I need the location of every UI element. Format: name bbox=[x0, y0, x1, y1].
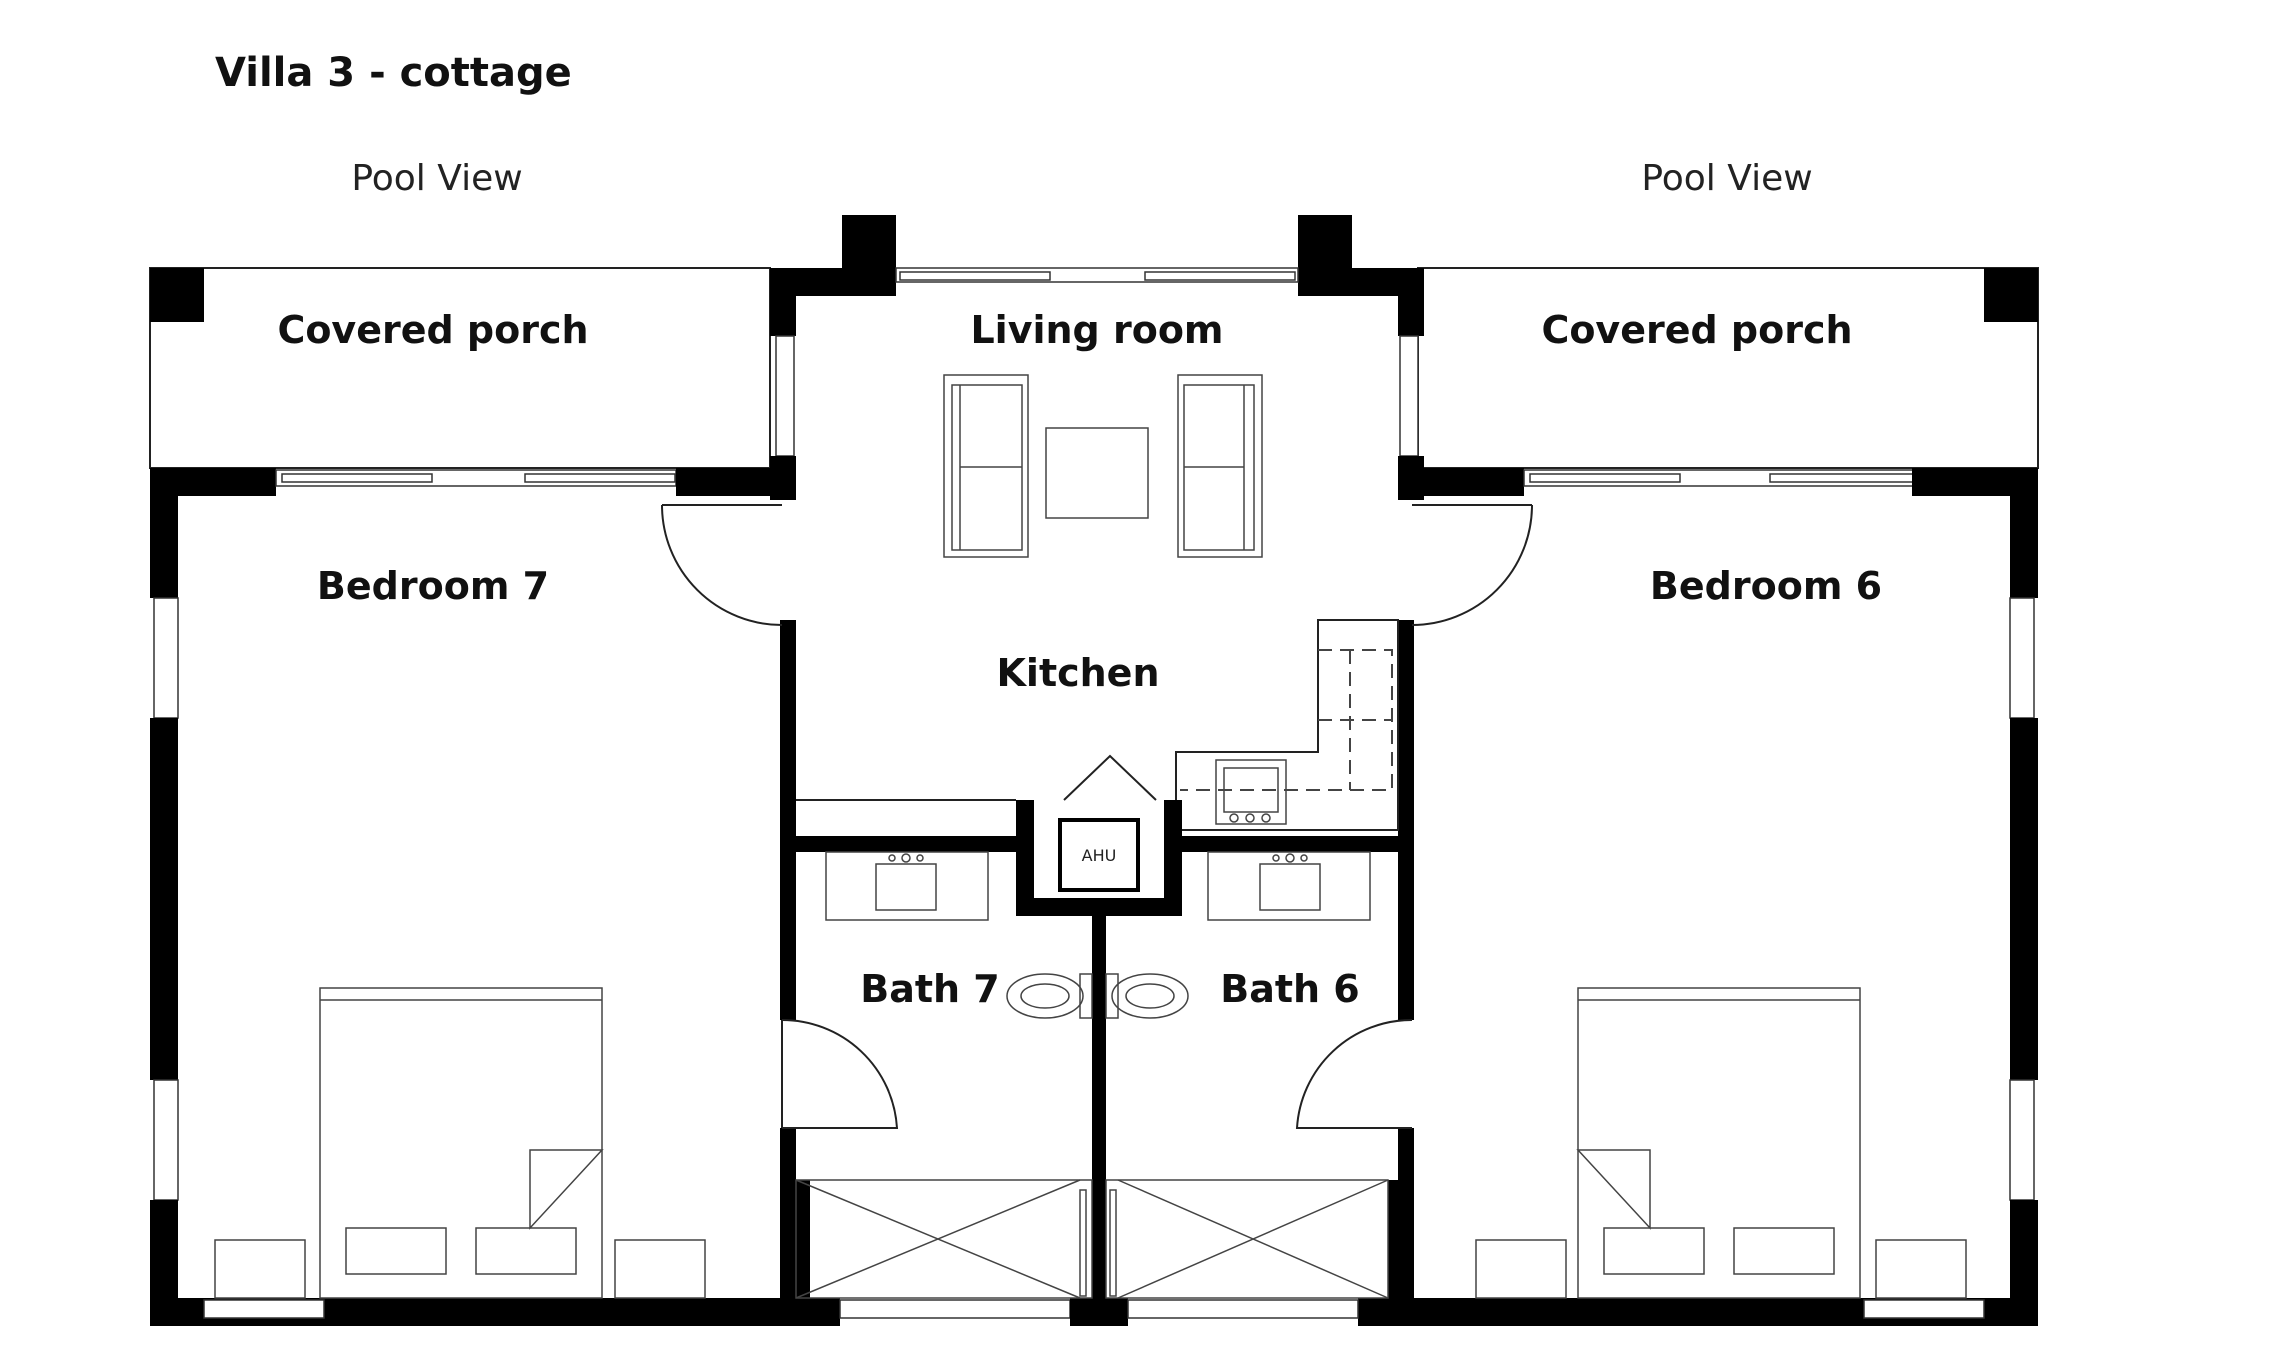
pool-view-right: Pool View bbox=[1641, 158, 1812, 199]
label-kitchen: Kitchen bbox=[996, 651, 1159, 695]
label-bath-6: Bath 6 bbox=[1220, 967, 1360, 1011]
label-bath-7: Bath 7 bbox=[860, 967, 1000, 1011]
porch-left-outline bbox=[149, 267, 771, 469]
pool-view-left: Pool View bbox=[351, 158, 522, 199]
plan-title: Villa 3 - cottage bbox=[215, 50, 572, 96]
ahu-label: AHU bbox=[1082, 846, 1117, 865]
bed-right bbox=[1475, 987, 1967, 1299]
bath-core-walls bbox=[796, 799, 1402, 1326]
bedroom-right-walls bbox=[1358, 468, 2038, 1326]
label-bedroom-7: Bedroom 7 bbox=[317, 564, 549, 608]
kitchen-counter bbox=[1175, 619, 1399, 831]
bedroom-doors bbox=[661, 504, 1533, 626]
ahu-unit: AHU bbox=[1058, 754, 1157, 892]
living-furniture bbox=[943, 374, 1263, 558]
label-covered-porch-left: Covered porch bbox=[277, 308, 588, 352]
label-covered-porch-right: Covered porch bbox=[1541, 308, 1852, 352]
label-bedroom-6: Bedroom 6 bbox=[1650, 564, 1882, 608]
porch-right-outline bbox=[1417, 267, 2039, 469]
bedroom-left-walls bbox=[150, 468, 830, 1326]
label-living-room: Living room bbox=[970, 308, 1223, 352]
bath-fixtures bbox=[781, 851, 1413, 1299]
living-room-top-walls bbox=[770, 215, 1424, 500]
bed-left bbox=[214, 987, 706, 1299]
